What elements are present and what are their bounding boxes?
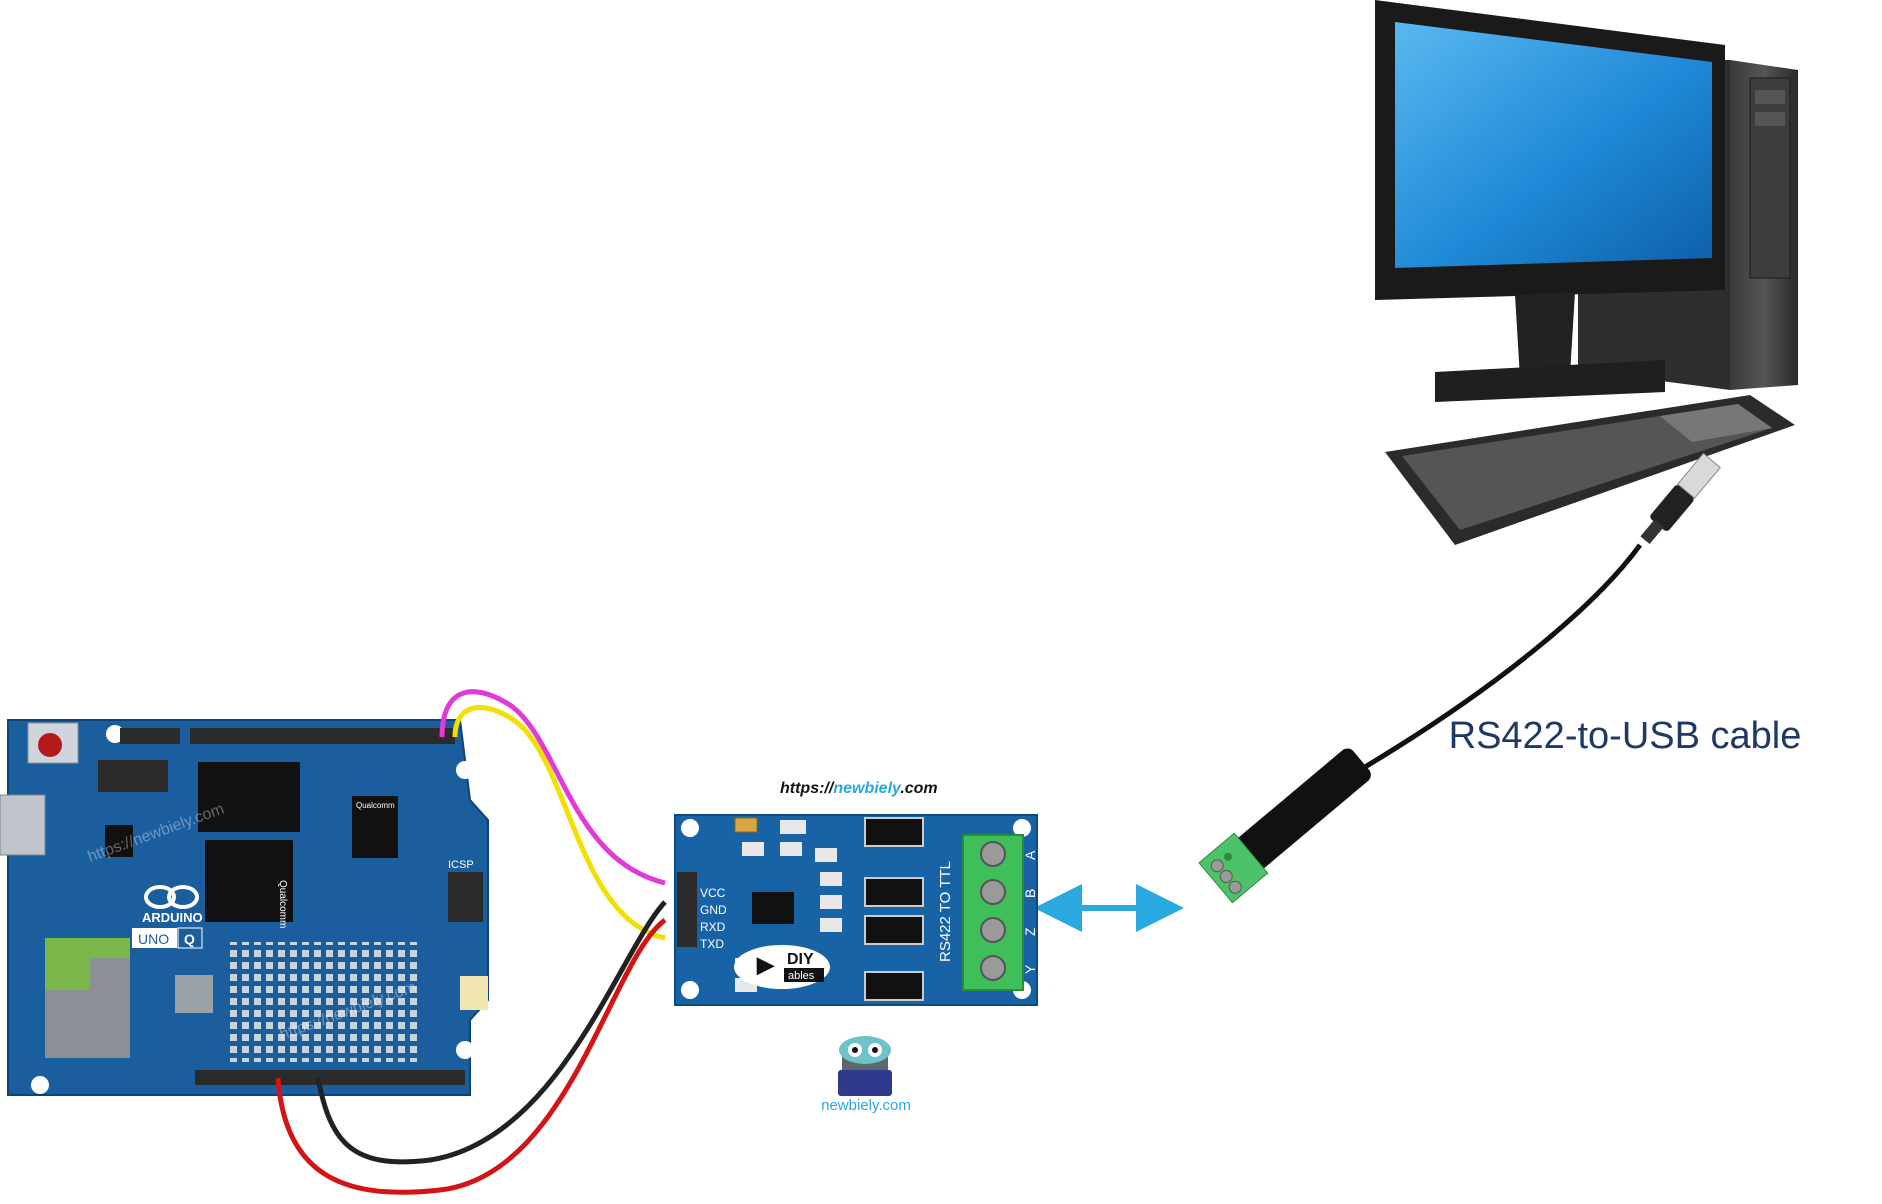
chip	[105, 825, 133, 857]
arduino-uno-q-board: Qualcomm Qualcomm ICSP ARDUINO UNO Q	[0, 719, 489, 1096]
wire-red	[275, 917, 667, 1195]
mount-hole	[31, 1076, 49, 1094]
wire-magenta	[439, 689, 666, 886]
power-header	[195, 1070, 465, 1085]
qualcomm-chip	[205, 840, 293, 922]
usb-port	[0, 794, 46, 856]
pin-header	[98, 760, 168, 792]
url-prefix: https://	[780, 780, 835, 797]
mount-hole	[456, 761, 474, 779]
component	[175, 975, 213, 1013]
mount-hole	[106, 725, 124, 743]
pin-label-gnd: GND	[700, 903, 727, 917]
arduino-model-badge: Q	[184, 931, 195, 947]
rs422-usb-cable	[1198, 452, 1721, 904]
url-suffix: .com	[900, 780, 937, 797]
rs422-ttl-module: VCC GND RXD TXD ▶ DIY ables RS422 TO TTL	[674, 814, 1038, 1006]
url-domain: newbiely	[833, 780, 902, 797]
wires	[275, 689, 667, 1195]
terminal-label-y: Y	[1022, 964, 1038, 974]
pin-label-txd: TXD	[700, 937, 724, 951]
svg-text:▶: ▶	[756, 952, 775, 977]
pin-label-rxd: RXD	[700, 920, 726, 934]
laptop-icon	[838, 1070, 892, 1096]
diyables-logo: ▶ DIY ables	[734, 945, 830, 989]
digital-header	[120, 728, 455, 744]
icsp-label: ICSP	[448, 859, 474, 871]
website-url: https://newbiely.com	[780, 780, 938, 797]
pc-monitor	[1375, 0, 1725, 402]
arduino-brand: ARDUINO	[142, 910, 203, 925]
pin-label-vcc: VCC	[700, 886, 726, 900]
brand-top: DIY	[787, 951, 814, 968]
module-ic	[752, 892, 794, 924]
terminal-label-z: Z	[1022, 927, 1038, 936]
cable-label: RS422-to-USB cable	[1449, 715, 1802, 757]
arduino-model: UNO	[138, 931, 169, 947]
logo-text: newbiely.com	[821, 1097, 911, 1114]
pc-keyboard	[1385, 395, 1795, 545]
owl-head	[839, 1036, 891, 1064]
newbiely-logo: newbiely.com	[821, 1036, 911, 1114]
reset-button	[27, 722, 79, 764]
chip-brand-small: Qualcomm	[356, 801, 395, 810]
chip	[352, 796, 398, 858]
monitor-screen	[1395, 22, 1712, 268]
chip	[198, 762, 300, 832]
module-pin-header	[677, 872, 697, 947]
terminal-block	[962, 834, 1024, 991]
chip-brand: Qualcomm	[277, 880, 288, 928]
wifi-module	[45, 938, 130, 1058]
terminal-label-a: A	[1022, 850, 1038, 860]
terminal-label-b: B	[1022, 889, 1038, 898]
usb-converter-body	[1198, 748, 1371, 904]
computer	[1375, 0, 1798, 545]
wire-yellow	[452, 705, 666, 941]
arduino-logo: ARDUINO UNO Q	[132, 885, 203, 949]
mount-hole	[456, 1041, 474, 1059]
wire-black	[315, 900, 667, 1165]
icsp-header	[448, 872, 483, 922]
usb-plug	[1640, 452, 1721, 545]
brand-bottom: ables	[788, 970, 815, 982]
led-matrix	[228, 942, 420, 1062]
qwiic-connector	[460, 976, 488, 1010]
module-title: RS422 TO TTL	[937, 861, 954, 962]
